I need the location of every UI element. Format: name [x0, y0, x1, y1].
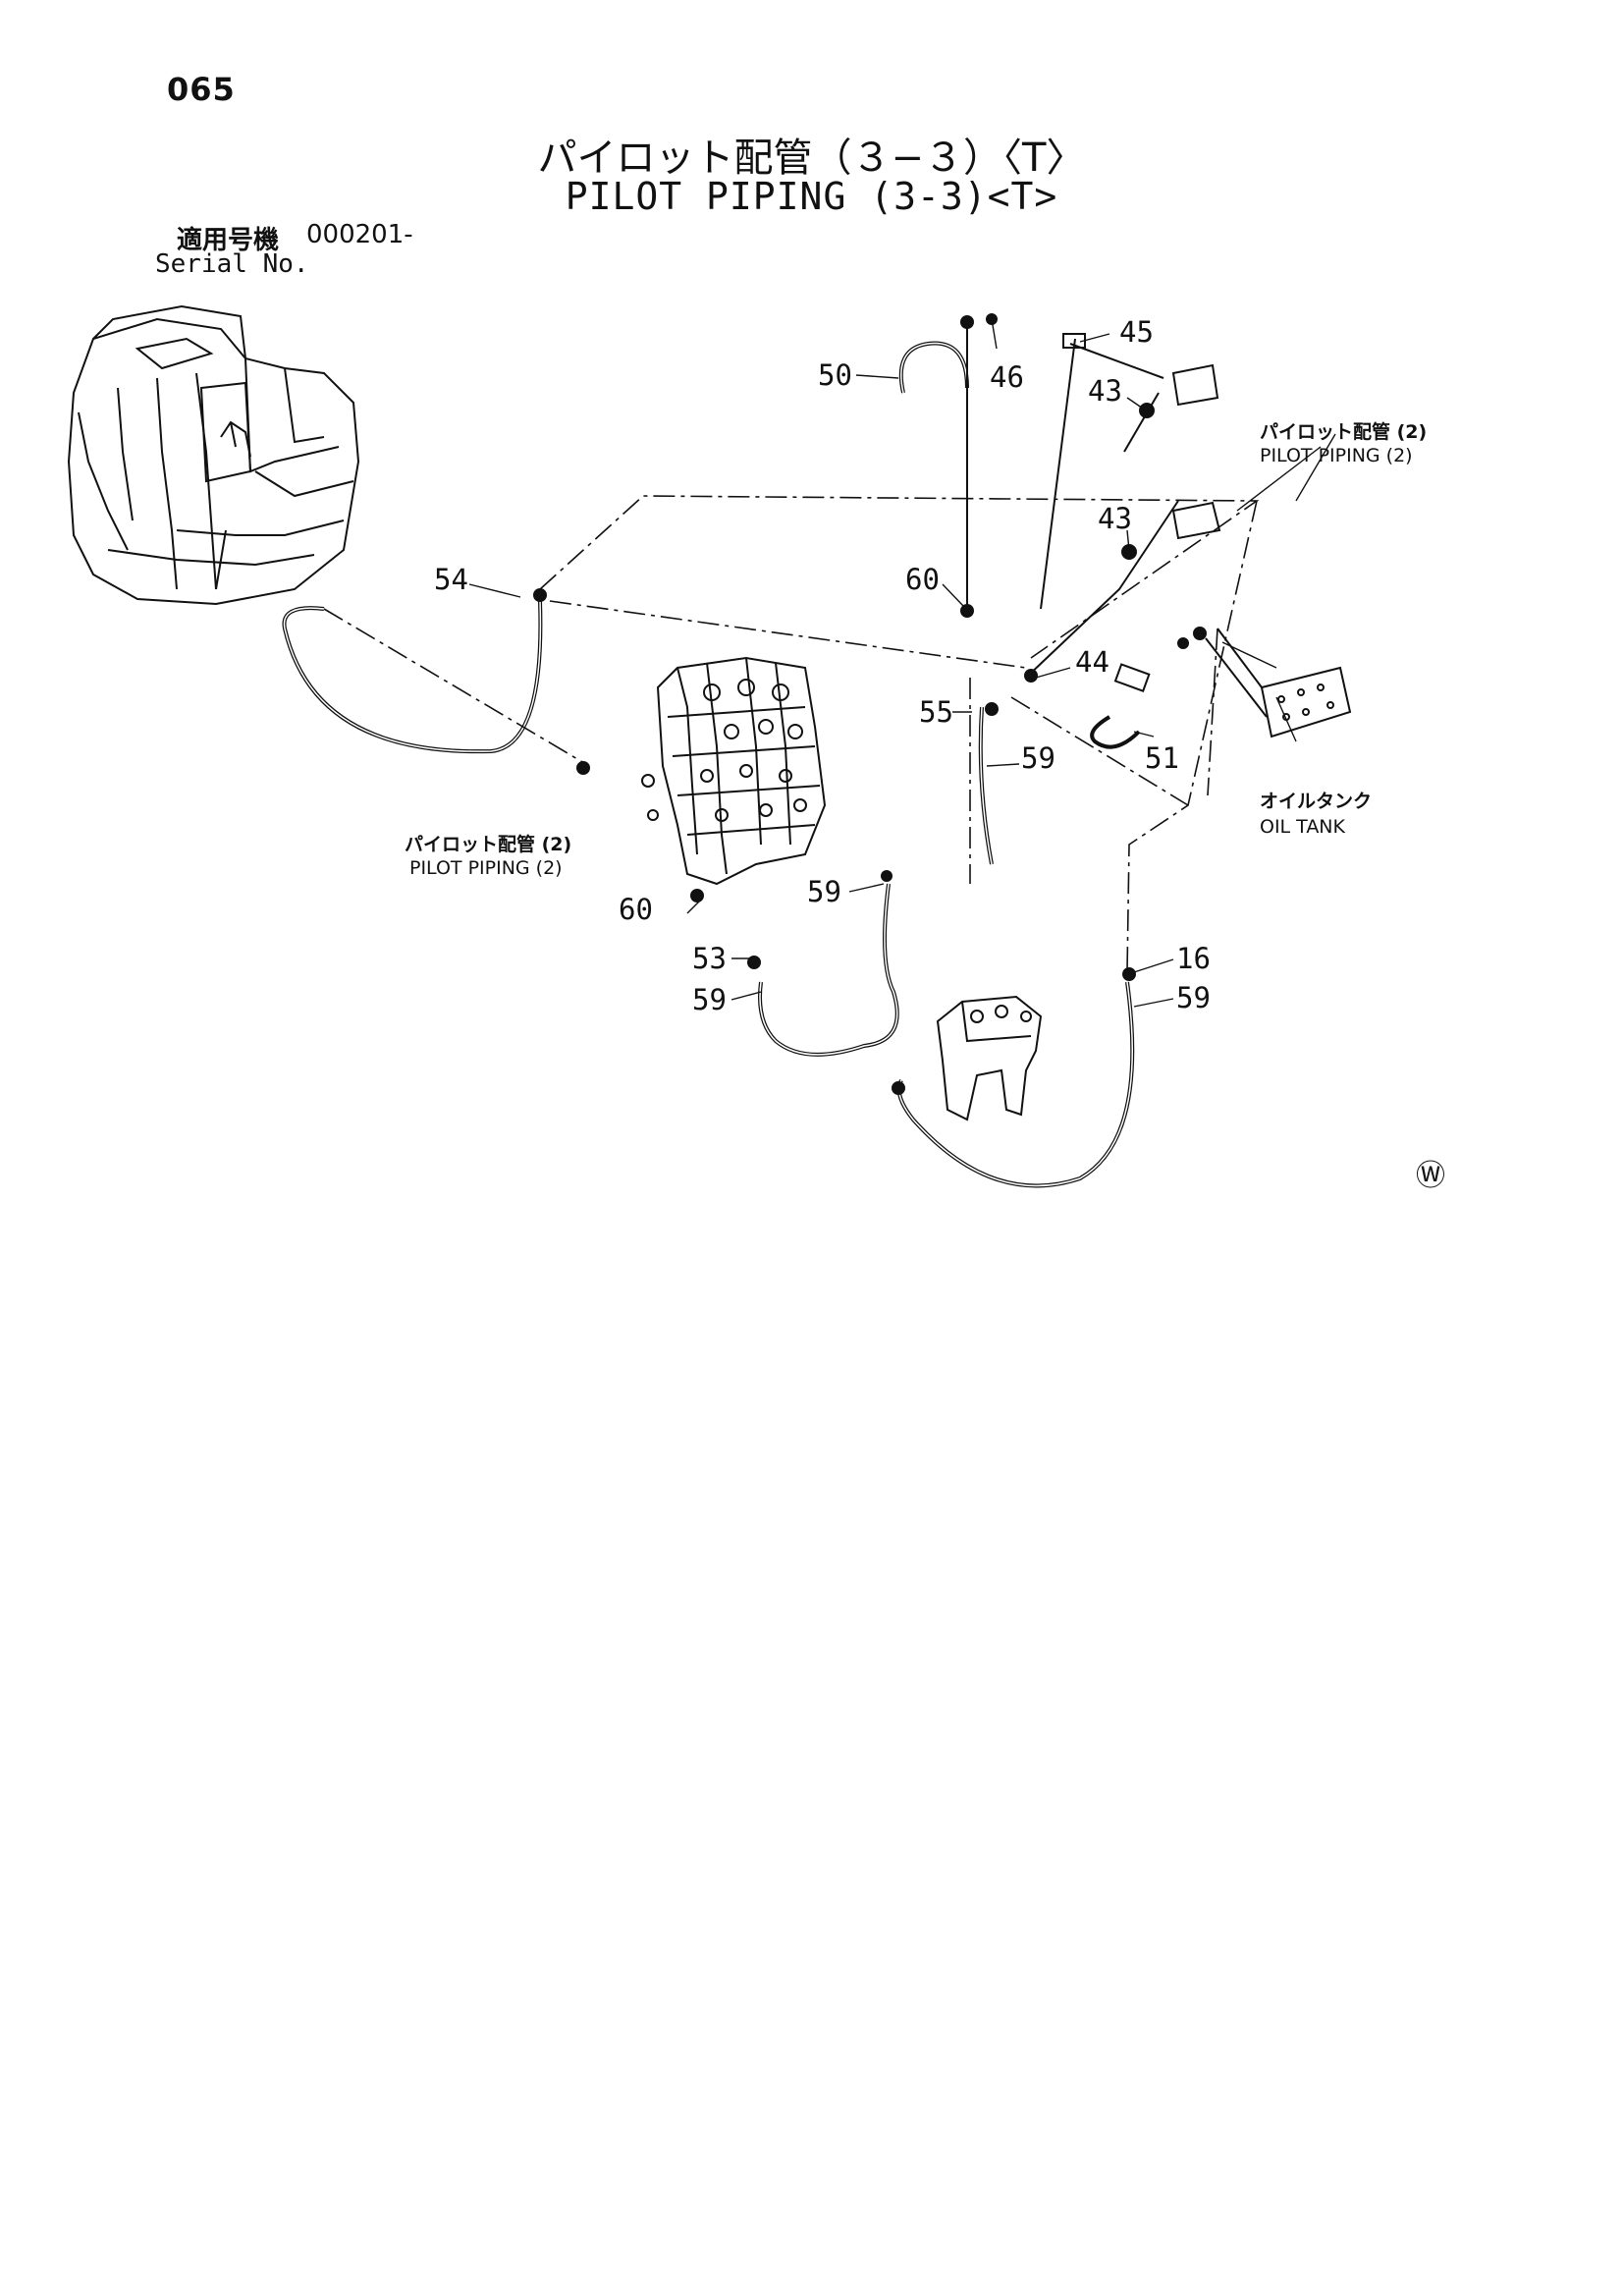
oil-tank-plate: [1205, 628, 1352, 738]
callout-label: 16: [1176, 942, 1211, 975]
note-pilot-right-en: PILOT PIPING (2): [1260, 445, 1413, 466]
callout-label: 50: [818, 358, 852, 392]
callout-label: 46: [990, 360, 1024, 394]
callout-label: 59: [807, 875, 841, 908]
callout-label: 59: [692, 983, 727, 1016]
note-oil-tank-ja: オイルタンク: [1260, 791, 1372, 812]
leader-lines: [468, 318, 1336, 1008]
pedal-valve: [936, 995, 1043, 1121]
note-pilot-right-ja: パイロット配管 (2): [1260, 420, 1427, 443]
fittings: [533, 313, 1207, 1095]
serial-value: 000201-: [306, 220, 413, 249]
callout-label: 53: [692, 942, 727, 975]
callout-label: 59: [1176, 981, 1211, 1014]
callout-label: 60: [619, 893, 653, 926]
note-oil-tank-en: OIL TANK: [1260, 816, 1346, 838]
callout-labels: 50 46 45 43 54 60 43 44 55 59 51 59 60 5…: [434, 315, 1211, 1016]
note-pilot-left-en: PILOT PIPING (2): [409, 857, 563, 879]
serial-label-en: Serial No.: [155, 249, 309, 279]
serial-label-ja: 適用号機: [177, 226, 280, 255]
callout-label: 54: [434, 563, 468, 596]
callout-label: 51: [1145, 741, 1179, 775]
machine-overview: [67, 304, 360, 606]
page-title-ja: パイロット配管（３−３）〈T〉: [537, 136, 1086, 181]
shuttle-blocks: [1062, 333, 1221, 692]
page-title-en: PILOT PIPING (3-3)<T>: [565, 175, 1058, 218]
page-number: 065: [167, 71, 236, 108]
callout-label: 45: [1119, 315, 1154, 349]
callout-label: 43: [1088, 374, 1122, 408]
notes: パイロット配管 (2) PILOT PIPING (2) パイロット配管 (2)…: [405, 420, 1445, 1193]
control-valve: [641, 656, 827, 886]
callout-label: 59: [1021, 741, 1055, 775]
callout-label: 60: [905, 563, 940, 596]
callout-label: 43: [1098, 502, 1132, 535]
corner-symbol: Ⓦ: [1416, 1159, 1445, 1193]
callout-label: 55: [919, 695, 953, 729]
callout-label: 44: [1075, 645, 1109, 679]
note-pilot-left-ja: パイロット配管 (2): [405, 833, 571, 855]
routing-lines: [323, 495, 1260, 973]
pilot-hoses: [282, 324, 1179, 1188]
